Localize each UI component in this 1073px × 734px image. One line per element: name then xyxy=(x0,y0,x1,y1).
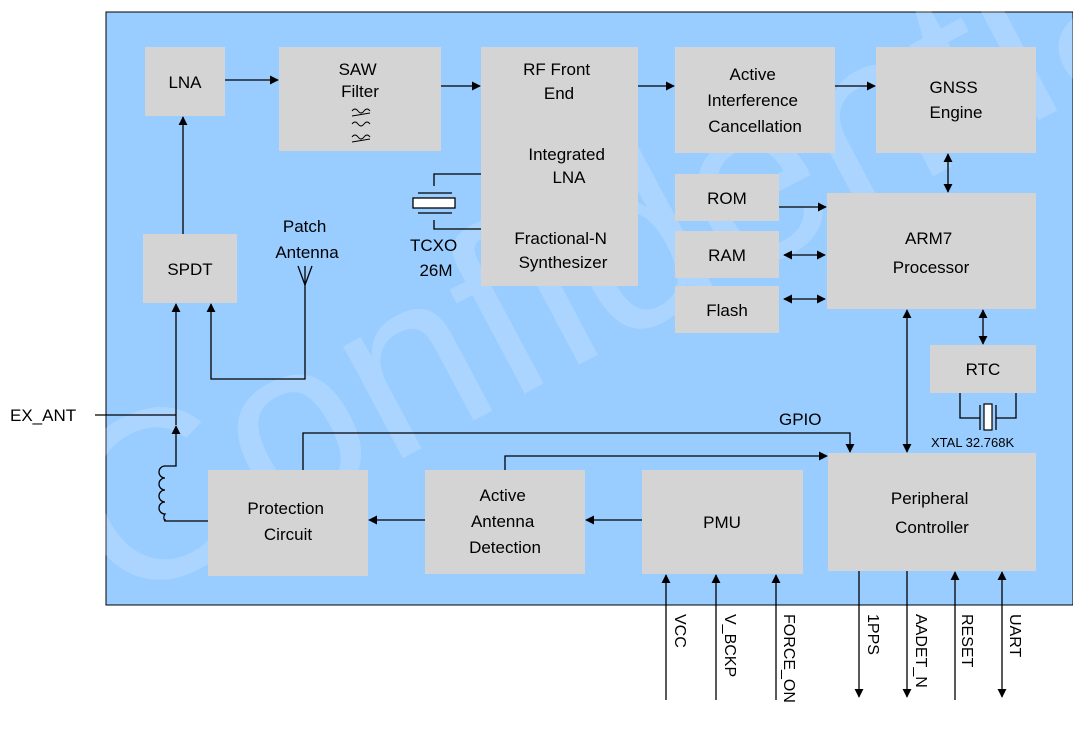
gpio-label: GPIO xyxy=(779,410,822,429)
ram-label: RAM xyxy=(708,246,746,265)
patch-antenna-icon xyxy=(297,265,313,286)
spdt-block: SPDT xyxy=(143,234,237,303)
spdt-label: SPDT xyxy=(167,260,212,279)
rom-block: ROM xyxy=(675,174,779,221)
flash-label: Flash xyxy=(706,301,748,320)
lna-block: LNA xyxy=(145,47,225,116)
patch-antenna-label: Patch Antenna xyxy=(275,217,339,262)
interference-cancellation-block: Active Interference Cancellation xyxy=(675,47,835,153)
tcxo-crystal-icon xyxy=(412,192,456,214)
arm7-processor-block: ARM7 Processor xyxy=(827,193,1036,309)
tcxo-link-bottom xyxy=(433,220,481,230)
detection-to-peripheral-arrow xyxy=(504,451,828,470)
peripheral-controller-block: Peripheral Controller xyxy=(828,453,1036,571)
tcxo-label: TCXO 26M xyxy=(410,236,462,280)
pin-label-vcc: VCC xyxy=(671,614,688,648)
inductor-icon xyxy=(158,465,167,522)
pin-label-aadet-n: AADET_N xyxy=(912,614,929,688)
gnss-engine-label: GNSS Engine xyxy=(930,78,983,122)
inductor-to-junction-arrow xyxy=(165,425,181,467)
rf-front-end-label: RF Front End xyxy=(523,60,595,103)
gpio-line xyxy=(302,432,855,470)
connections xyxy=(95,75,1007,700)
pmu-label: PMU xyxy=(703,513,741,532)
gnss-engine-block: GNSS Engine xyxy=(876,47,1036,153)
integrated-lna-label: Integrated LNA xyxy=(528,145,609,187)
rom-label: ROM xyxy=(707,189,747,208)
protection-circuit-block: Protection Circuit xyxy=(208,470,368,576)
rf-front-end-block: RF Front End Integrated LNA Fractional-N… xyxy=(481,47,638,286)
xtal-label: XTAL 32.768K xyxy=(931,435,1014,450)
antenna-detection-block: Active Antenna Detection xyxy=(425,470,585,574)
arm7-processor-label: ARM7 Processor xyxy=(893,229,970,277)
saw-filter-block: SAW Filter xyxy=(279,47,441,151)
ram-block: RAM xyxy=(675,231,779,278)
pmu-block: PMU xyxy=(642,470,803,574)
peripheral-controller-label: Peripheral Controller xyxy=(891,489,973,537)
xtal-crystal-icon xyxy=(959,393,1017,431)
pin-label-1pps: 1PPS xyxy=(864,614,881,655)
protection-circuit-label: Protection Circuit xyxy=(247,499,328,544)
saw-filter-label: SAW Filter xyxy=(339,60,382,101)
synthesizer-label: Fractional-N Synthesizer xyxy=(514,229,611,272)
interference-cancellation-label: Active Interference Cancellation xyxy=(707,65,802,136)
pin-label-force-on: FORCE_ON xyxy=(780,614,797,703)
pin-label-uart: UART xyxy=(1006,614,1023,657)
ex-ant-label: EX_ANT xyxy=(10,406,76,425)
filter-symbol-icon xyxy=(351,108,371,143)
lna-label: LNA xyxy=(168,73,202,92)
pin-label-v-bckp: V_BCKP xyxy=(721,614,738,677)
tcxo-link-top xyxy=(433,173,481,186)
antenna-detection-label: Active Antenna Detection xyxy=(469,486,541,557)
rtc-block: RTC xyxy=(930,345,1036,393)
rtc-label: RTC xyxy=(966,360,1001,379)
patch-antenna-feed xyxy=(206,285,306,380)
pin-label-reset: RESET xyxy=(958,614,975,668)
flash-block: Flash xyxy=(675,286,779,333)
